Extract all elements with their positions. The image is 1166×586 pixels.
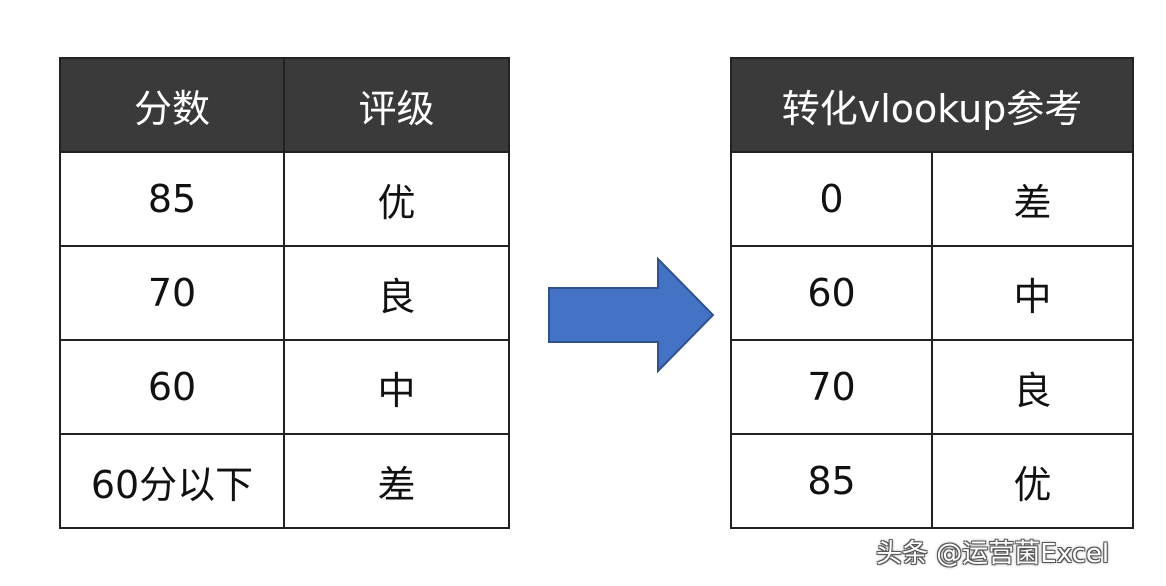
header-row: 转化vlookup参考 — [730, 57, 1134, 153]
threshold-cell: 85 — [730, 433, 933, 529]
threshold-cell: 70 — [730, 339, 933, 435]
table-row: 60 中 — [730, 245, 1134, 341]
score-cell: 60 — [59, 339, 285, 435]
header-grade: 评级 — [283, 57, 510, 153]
score-cell: 70 — [59, 245, 285, 341]
grade-cell: 良 — [931, 339, 1134, 435]
table-row: 60分以下 差 — [59, 433, 510, 529]
threshold-cell: 0 — [730, 151, 933, 247]
arrow-shape — [548, 256, 715, 374]
grade-cell: 中 — [283, 339, 510, 435]
table-row: 70 良 — [59, 245, 510, 341]
grade-cell: 中 — [931, 245, 1134, 341]
grade-cell: 差 — [931, 151, 1134, 247]
score-cell: 60分以下 — [59, 433, 285, 529]
table-row: 0 差 — [730, 151, 1134, 247]
table-row: 85 优 — [59, 151, 510, 247]
vlookup-reference-table: 转化vlookup参考 0 差 60 中 70 良 85 优 — [730, 57, 1134, 529]
table-row: 60 中 — [59, 339, 510, 435]
watermark: 头条 @运营菌Excel — [876, 539, 1110, 569]
threshold-cell: 60 — [730, 245, 933, 341]
grade-cell: 优 — [283, 151, 510, 247]
grade-cell: 良 — [283, 245, 510, 341]
score-cell: 85 — [59, 151, 285, 247]
table-row: 85 优 — [730, 433, 1134, 529]
grade-cell: 差 — [283, 433, 510, 529]
right-arrow-icon — [548, 256, 715, 374]
header-vlookup: 转化vlookup参考 — [730, 57, 1134, 153]
header-score: 分数 — [59, 57, 285, 153]
header-row: 分数 评级 — [59, 57, 510, 153]
table-row: 70 良 — [730, 339, 1134, 435]
grade-table: 分数 评级 85 优 70 良 60 中 60分以下 差 — [59, 57, 510, 529]
grade-cell: 优 — [931, 433, 1134, 529]
